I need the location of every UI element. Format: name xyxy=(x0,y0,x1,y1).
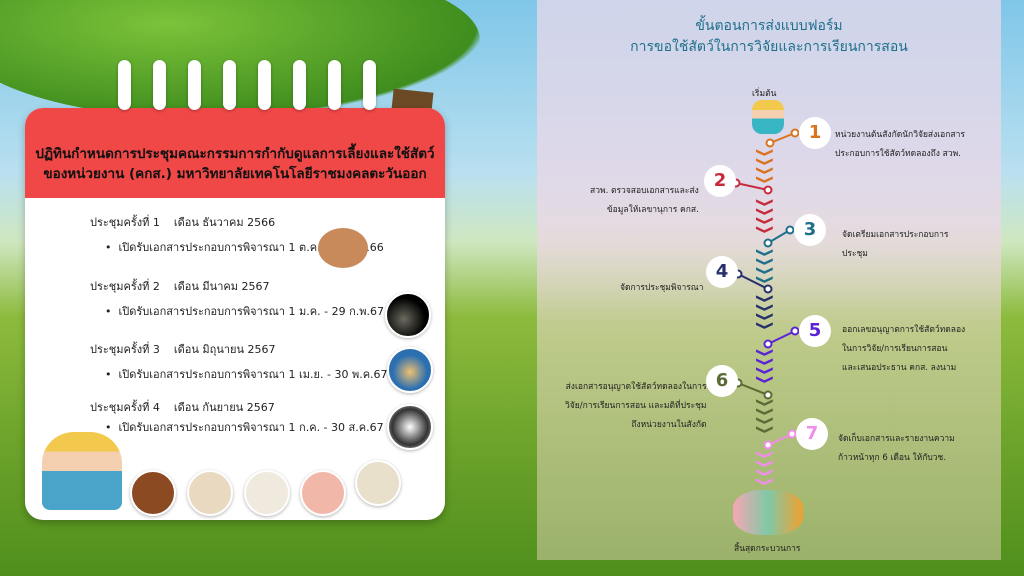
step-number-badge: 6 xyxy=(706,365,738,397)
connector-line xyxy=(735,182,769,191)
sheep-photo xyxy=(244,470,290,516)
step-number-badge: 5 xyxy=(799,315,831,347)
step-number-badge: 7 xyxy=(796,418,828,450)
step-chevrons: ❯❯❯❯ xyxy=(755,247,776,285)
step-number-badge: 2 xyxy=(704,165,736,197)
calendar-title-line2: ของหน่วยงาน (คกส.) มหาวิทยาลัยเทคโนโลยีร… xyxy=(43,166,427,182)
calendar-title-line1: ปฏิทินกำหนดการประชุมคณะกรรมการกำกับดูแลก… xyxy=(35,146,435,162)
step-number-badge: 4 xyxy=(706,256,738,288)
step-chevrons: ❯❯❯❯ xyxy=(755,347,776,385)
connector-node xyxy=(765,138,775,148)
step-description: จัดเตรียมเอกสารประกอบการประชุม xyxy=(842,230,949,259)
fish-photo xyxy=(387,347,433,393)
connector-node xyxy=(763,440,773,450)
calendar-header: ปฏิทินกำหนดการประชุมคณะกรรมการกำกับดูแลก… xyxy=(25,108,445,198)
connector-line xyxy=(737,382,769,396)
calendar-ring xyxy=(118,60,131,110)
pig-photo xyxy=(300,470,346,516)
calendar-ring xyxy=(153,60,166,110)
calendar-ring xyxy=(293,60,306,110)
step-chevrons: ❯❯❯❯ xyxy=(755,293,776,331)
step-description: จัดเก็บเอกสารและรายงานความก้าวหน้าทุก 6 … xyxy=(838,434,955,463)
connector-node xyxy=(785,225,795,235)
step-number-badge: 3 xyxy=(794,214,826,246)
meeting-detail: เปิดรับเอกสารประกอบการพิจารณา 1 ม.ค. - 2… xyxy=(105,302,385,320)
connector-line xyxy=(737,273,769,290)
connector-node xyxy=(763,284,773,294)
step-chevrons: ❯❯❯❯ xyxy=(755,397,776,435)
step-description: หน่วยงานต้นสังกัดนักวิจัยส่งเอกสารประกอบ… xyxy=(835,130,965,159)
connector-node xyxy=(787,429,797,439)
horse-photo xyxy=(130,470,176,516)
shrimp-photo xyxy=(385,292,431,338)
calendar-ring xyxy=(363,60,376,110)
flow-panel xyxy=(537,0,1001,560)
farmer-boy-illustration xyxy=(42,432,122,510)
connector-node xyxy=(763,238,773,248)
step-description: สวพ. ตรวจสอบเอกสารและส่งข้อมูลให้เลขานุก… xyxy=(590,186,699,215)
goat-photo xyxy=(355,460,401,506)
step-chevrons: ❯❯❯❯ xyxy=(755,147,776,185)
kids-jumping-illustration xyxy=(733,490,803,535)
flow-title-line1: ขั้นตอนการส่งแบบฟอร์ม xyxy=(695,18,843,34)
end-label: สิ้นสุดกระบวนการ xyxy=(734,544,801,554)
connector-node xyxy=(763,185,773,195)
calendar-ring xyxy=(223,60,236,110)
flow-title: ขั้นตอนการส่งแบบฟอร์ม การขอใช้สัตว์ในการ… xyxy=(537,16,1001,58)
step-chevrons: ❯❯❯❯ xyxy=(755,197,776,235)
step-description: ส่งเอกสารอนุญาตใช้สัตว์ทดลองในการวิจัย/ก… xyxy=(565,382,707,430)
flow-title-line2: การขอใช้สัตว์ในการวิจัยและการเรียนการสอน xyxy=(630,39,908,55)
start-boy-illustration xyxy=(752,100,784,134)
cow-photo xyxy=(387,404,433,450)
step-number-badge: 1 xyxy=(799,117,831,149)
connector-node xyxy=(790,128,800,138)
connector-node xyxy=(763,339,773,349)
step-description: ออกเลขอนุญาตการใช้สัตว์ทดลองในการวิจัย/ก… xyxy=(842,325,966,373)
calendar-ring xyxy=(188,60,201,110)
connector-node xyxy=(763,390,773,400)
meeting-detail: เปิดรับเอกสารประกอบการพิจารณา 1 ก.ค. - 3… xyxy=(105,418,384,436)
meeting-detail: เปิดรับเอกสารประกอบการพิจารณา 1 เม.ย. - … xyxy=(105,365,388,383)
connector-line xyxy=(767,330,796,345)
monkey-illustration xyxy=(318,228,368,268)
calendar-ring xyxy=(258,60,271,110)
connector-node xyxy=(790,326,800,336)
start-label: เริ่มต้น xyxy=(752,89,777,99)
calendar-ring xyxy=(328,60,341,110)
step-chevrons: ❯❯❯❯ xyxy=(755,449,776,487)
meeting-detail: เปิดรับเอกสารประกอบการพิจารณา 1 ต.ค. - 3… xyxy=(105,238,384,256)
chicken-photo xyxy=(187,470,233,516)
step-description: จัดการประชุมพิจารณา xyxy=(620,283,704,293)
